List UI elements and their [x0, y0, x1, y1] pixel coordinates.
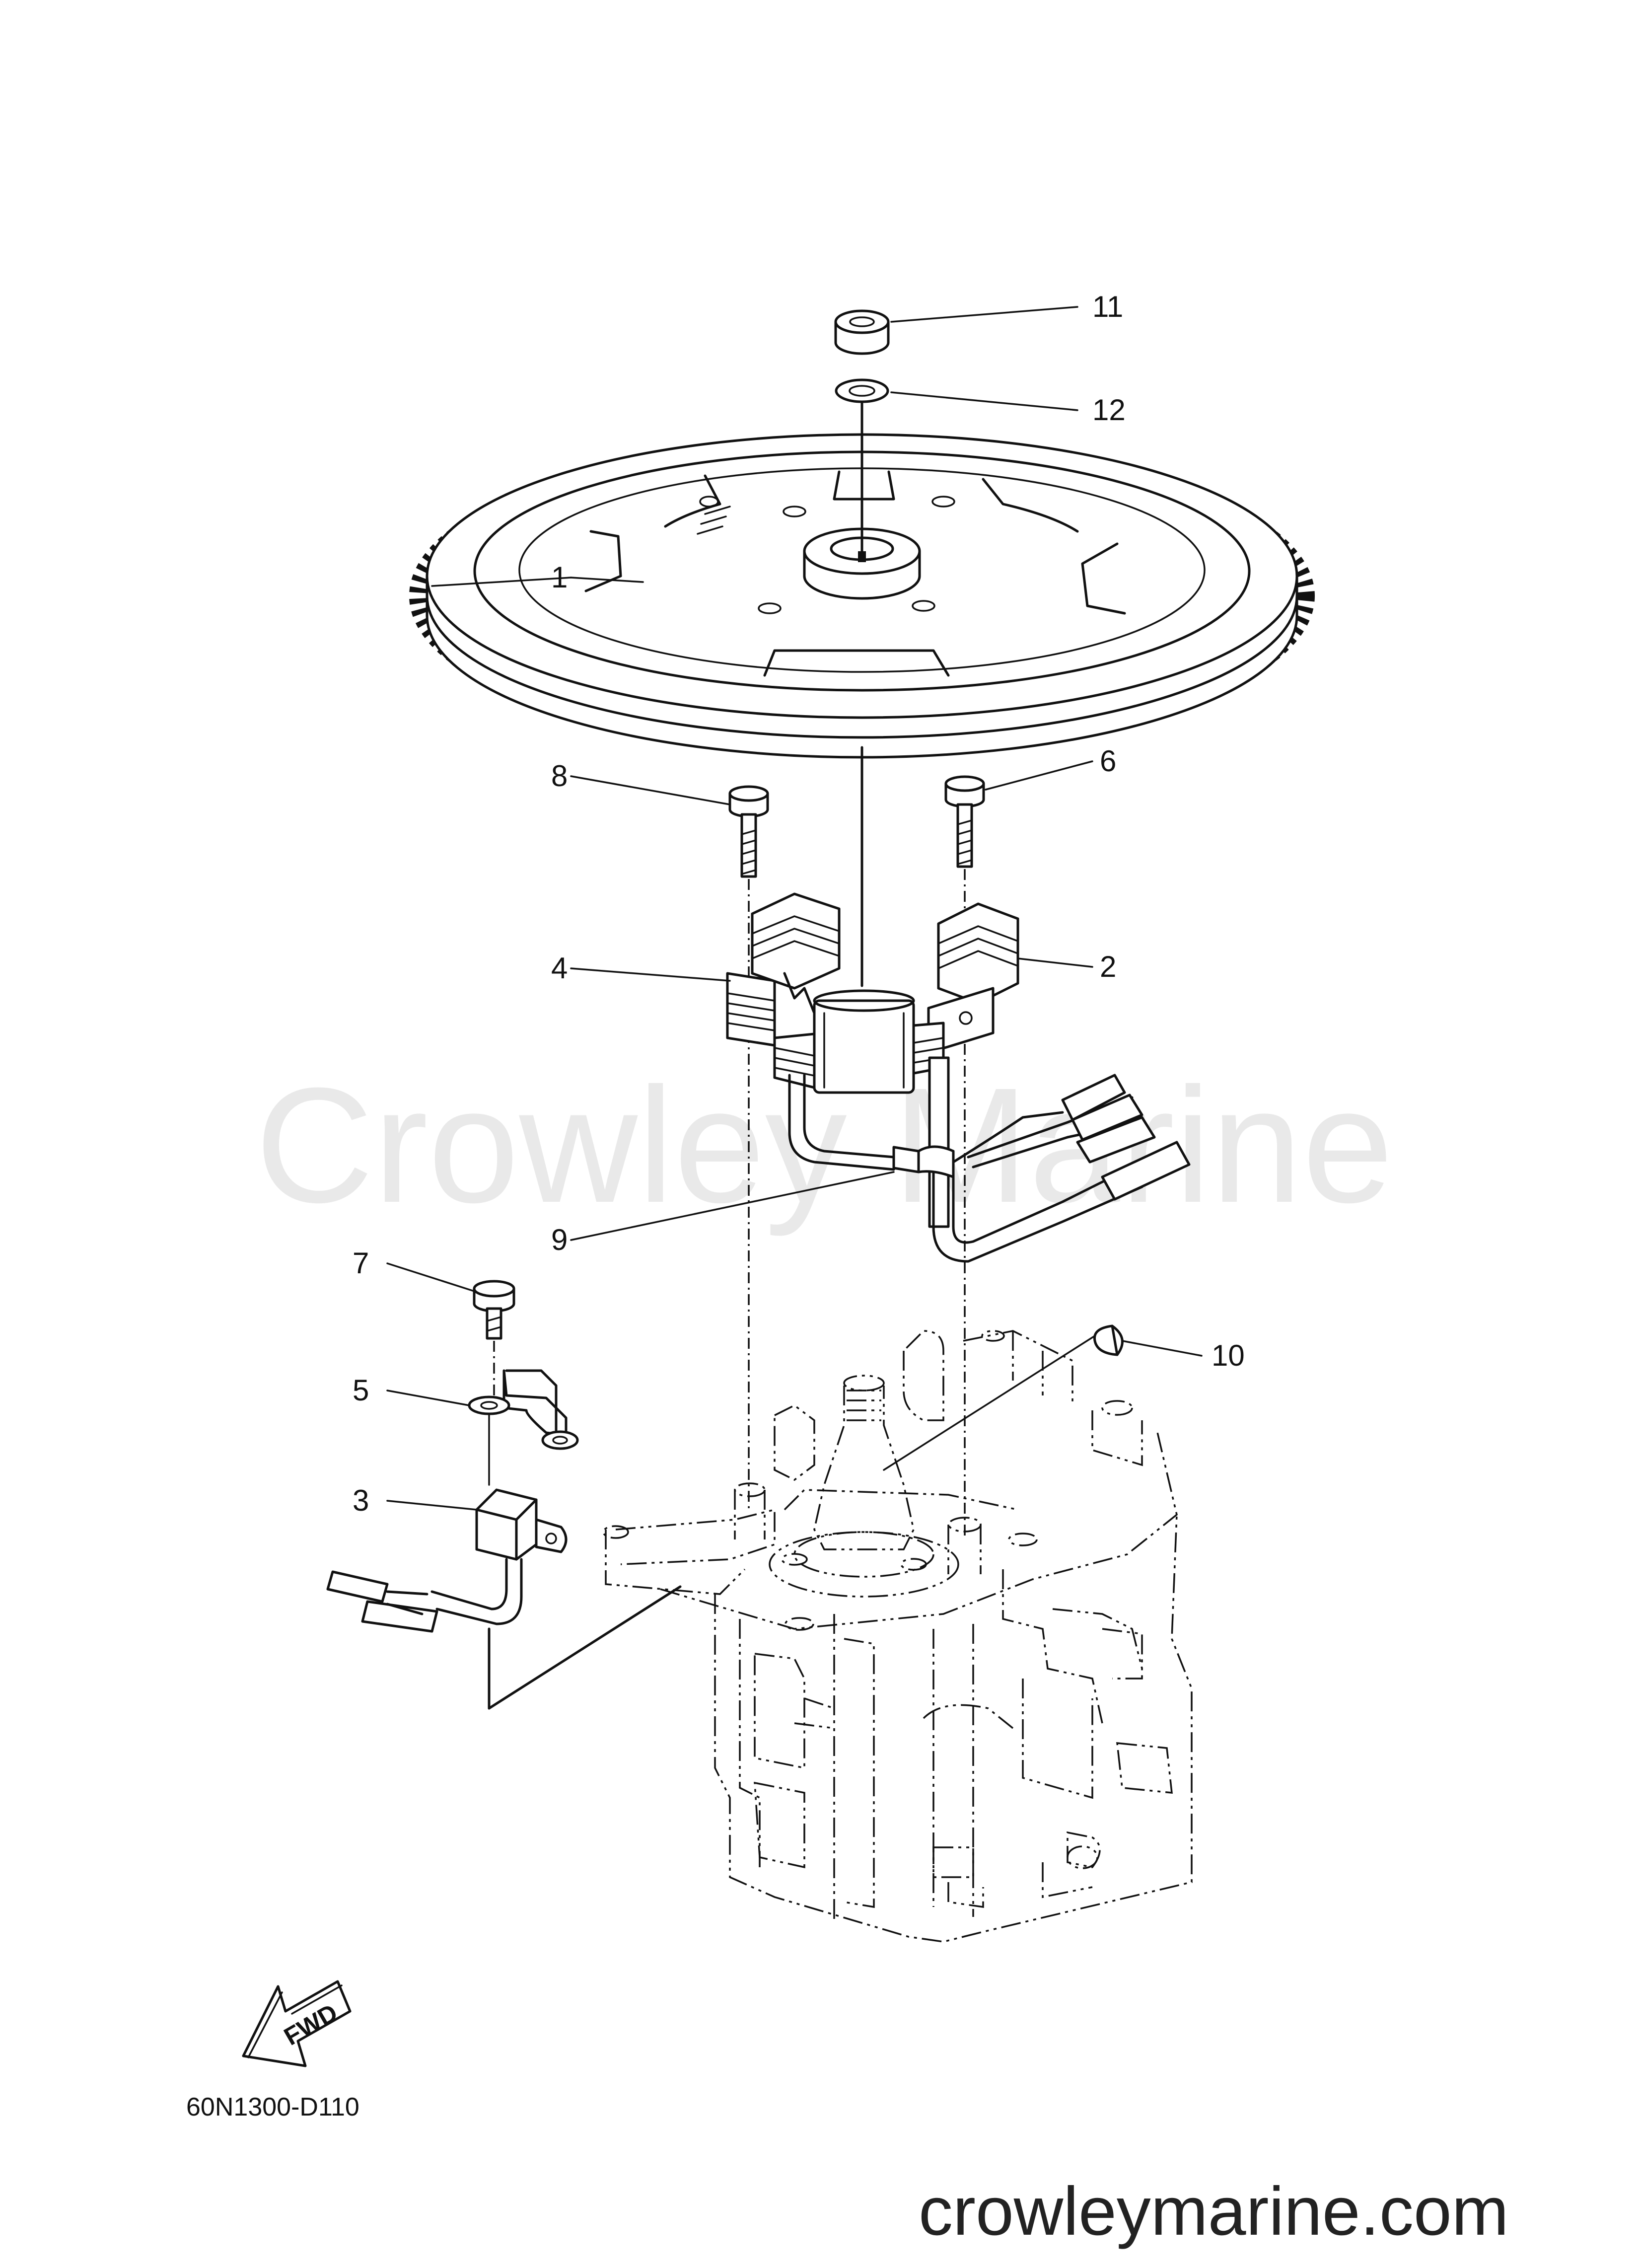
callout-12: 12: [1092, 393, 1126, 427]
part-11-nut: [834, 309, 890, 355]
part-10-key: [1093, 1324, 1124, 1356]
part-12-washer: [835, 378, 889, 403]
part-1-flywheel: [409, 433, 1315, 759]
callout-4: 4: [551, 951, 568, 985]
part-7-bolt: [473, 1280, 515, 1340]
callout-7: 7: [353, 1246, 369, 1280]
callout-9: 9: [551, 1223, 568, 1256]
part-5-bracket: [468, 1369, 579, 1450]
fwd-arrow-icon: FWD: [242, 1980, 352, 2067]
site-url: crowleymarine.com: [919, 2173, 1509, 2250]
part-3-pulser-coil: [326, 1488, 568, 1633]
callout-2: 2: [1100, 950, 1116, 983]
diagram-reference-code: 60N1300-D110: [186, 2093, 359, 2122]
part-6-bolt: [944, 775, 985, 868]
callout-8: 8: [551, 759, 568, 793]
callout-6: 6: [1100, 744, 1116, 778]
callout-11: 11: [1092, 290, 1123, 323]
part-9-clamp-and-leads: [788, 1056, 1191, 1263]
callout-1: 1: [551, 561, 568, 594]
part-8-bolt: [728, 785, 769, 878]
callout-10: 10: [1212, 1339, 1245, 1372]
callout-3: 3: [353, 1484, 369, 1517]
part-2-4-stator-assembly: [726, 892, 1019, 1094]
crankcase-phantom: [602, 1330, 1193, 1943]
callout-5: 5: [353, 1374, 369, 1407]
